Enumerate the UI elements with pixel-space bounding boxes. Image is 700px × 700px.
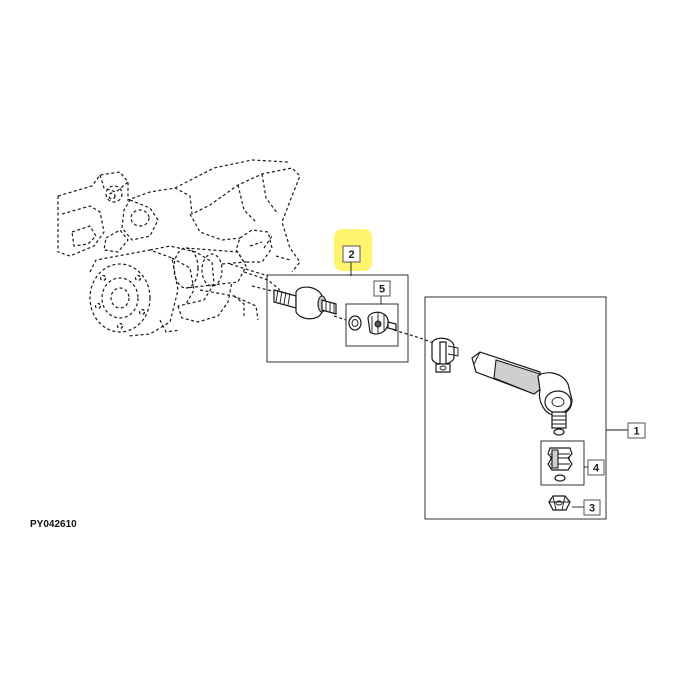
dust-boot	[547, 447, 573, 482]
callout-2[interactable]: 2	[342, 245, 361, 263]
part-1-box	[424, 296, 607, 520]
callout-2-label: 2	[348, 249, 354, 261]
callout-5-label: 5	[379, 284, 385, 296]
callout-1[interactable]: 1	[627, 422, 646, 439]
callout-4-label: 4	[593, 463, 600, 475]
callout-1-label: 1	[633, 426, 639, 438]
part-4-box	[540, 440, 585, 486]
callout-3[interactable]: 3	[583, 499, 601, 516]
callout-5[interactable]: 5	[373, 280, 391, 297]
callout-3-label: 3	[589, 503, 595, 515]
callout-leaders	[350, 262, 628, 508]
assembly-centerline	[251, 285, 437, 345]
callout-4[interactable]: 4	[587, 459, 605, 476]
axle-housing-phantom	[57, 159, 301, 337]
part-5-box	[345, 303, 399, 347]
castle-nut	[548, 495, 571, 511]
tie-rod-assembly	[431, 337, 573, 436]
part-2-box	[266, 274, 409, 363]
ball-joint-kit	[348, 311, 397, 335]
drawing-reference-code: PY042610	[30, 519, 77, 530]
inner-tie-rod	[273, 286, 337, 320]
